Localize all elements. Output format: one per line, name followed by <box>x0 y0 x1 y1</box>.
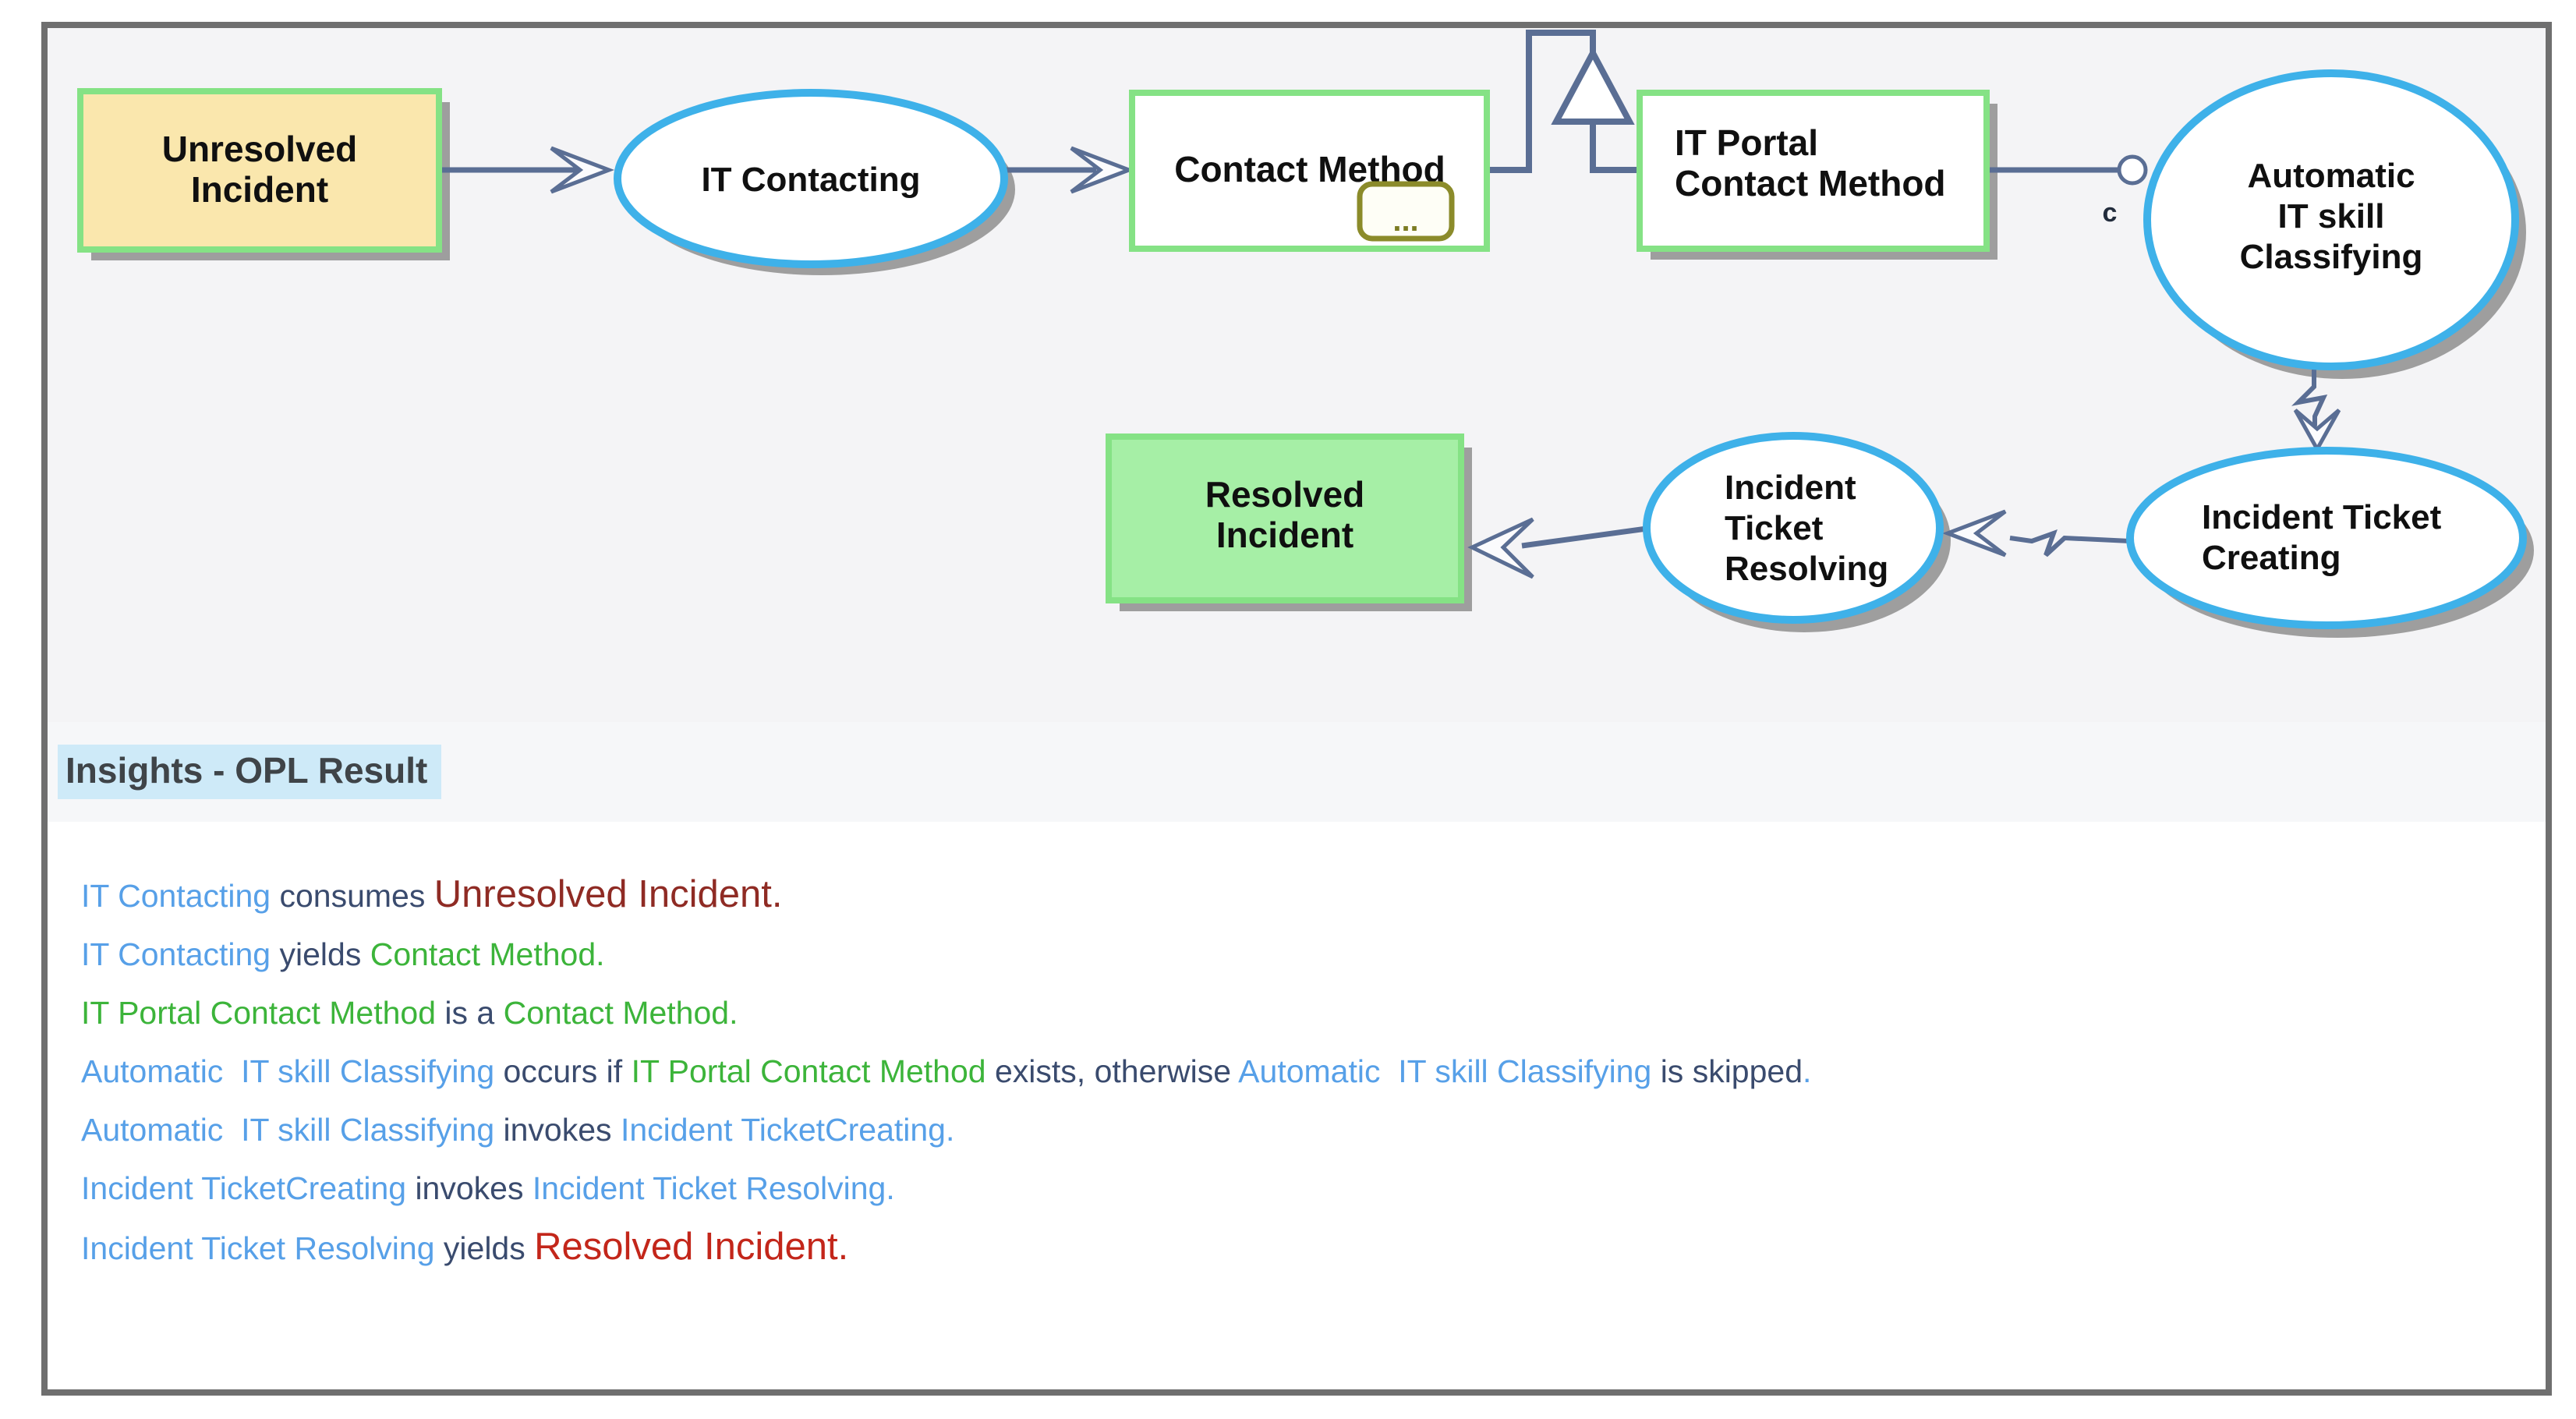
opl-heading-band: Insights - OPL Result <box>48 722 2546 822</box>
opl-sentence: Incident TicketCreating invokes Incident… <box>81 1159 2546 1218</box>
opl-sentence: IT Portal Contact Method is a Contact Me… <box>81 984 2546 1042</box>
dart-arrowhead-icon <box>2293 409 2341 454</box>
opm-model-window: c Unresolved Incident <box>41 22 2552 1396</box>
opl-segment: yields <box>271 936 370 972</box>
node-label: Contact Method <box>1675 163 1946 203</box>
opl-sentence: Automatic IT skill Classifying occurs if… <box>81 1042 2546 1101</box>
node-label: Incident <box>1725 469 1856 507</box>
opd-diagram-canvas[interactable]: c Unresolved Incident <box>48 28 2546 722</box>
opd-diagram-svg: c Unresolved Incident <box>77 30 2534 638</box>
opl-segment: occurs if <box>494 1053 632 1089</box>
opl-segment: IT Contacting <box>81 878 271 914</box>
condition-circle-icon <box>2117 154 2148 186</box>
condition-label: c <box>2103 198 2118 228</box>
object-contact-method[interactable]: Contact Method ... <box>1129 90 1490 252</box>
node-label: Creating <box>2202 539 2341 577</box>
dart-arrowhead-icon <box>1070 146 1135 194</box>
opl-segment: Automatic IT skill Classifying <box>81 1112 495 1148</box>
opl-segment: Automatic IT skill Classifying <box>1238 1053 1652 1089</box>
dart-arrowhead-icon <box>1467 517 1534 579</box>
node-label: Incident <box>191 169 328 210</box>
result-link-resolving-to-resolved[interactable] <box>1467 517 1647 579</box>
invocation-link-classifying-to-creating[interactable] <box>2291 363 2341 454</box>
node-label: IT Portal <box>1675 122 1818 163</box>
result-link-itcontacting-to-contactmethod[interactable] <box>1004 146 1135 194</box>
opl-segment: yields <box>434 1230 535 1266</box>
node-label: Ticket <box>1725 509 1824 547</box>
process-incident-ticket-creating[interactable]: Incident Ticket Creating <box>2126 447 2527 629</box>
opl-result-panel: IT Contacting consumes Unresolved Incide… <box>48 822 2546 1389</box>
opl-segment: invokes <box>494 1112 621 1148</box>
opl-segment: IT Portal Contact Method <box>81 995 437 1031</box>
opl-segment: Contact Method. <box>503 995 738 1031</box>
opl-segment: is skipped <box>1651 1053 1803 1089</box>
generalization-triangle-icon <box>1551 46 1635 125</box>
opl-segment: consumes <box>271 878 434 914</box>
node-label: Incident <box>1216 515 1353 555</box>
dart-arrowhead-icon <box>550 146 615 194</box>
opl-result-heading: Insights - OPL Result <box>58 745 442 799</box>
node-label: Classifying <box>2240 238 2423 276</box>
opl-segment: Incident TicketCreating. <box>620 1112 955 1148</box>
opl-sentence: IT Contacting yields Contact Method. <box>81 925 2546 984</box>
opl-segment: Automatic IT skill Classifying <box>81 1053 495 1089</box>
suppressed-details-badge[interactable]: ... <box>1357 181 1455 242</box>
opl-segment: . <box>1803 1053 1812 1089</box>
node-label: IT Contacting <box>701 161 920 199</box>
opl-segment: Incident TicketCreating <box>81 1170 407 1206</box>
process-automatic-it-skill-classifying[interactable]: Automatic IT skill Classifying <box>2143 69 2519 370</box>
opl-segment: Incident Ticket Resolving. <box>532 1170 895 1206</box>
node-label: Unresolved <box>162 129 358 169</box>
opl-segment: invokes <box>406 1170 533 1206</box>
consumption-link-unresolved-to-itcontacting[interactable] <box>439 146 615 194</box>
condition-link-itportal-to-classifying[interactable]: c <box>1987 154 2148 228</box>
ellipsis-icon: ... <box>1392 203 1418 238</box>
opl-segment: IT Contacting <box>81 936 271 972</box>
process-incident-ticket-resolving[interactable]: Incident Ticket Resolving <box>1643 432 1944 624</box>
opl-lines: IT Contacting consumes Unresolved Incide… <box>48 822 2546 1278</box>
process-it-contacting[interactable]: IT Contacting <box>614 89 1008 268</box>
node-label: IT skill <box>2278 197 2385 235</box>
opl-sentence: Incident Ticket Resolving yields Resolve… <box>81 1218 2546 1278</box>
node-label: Resolved <box>1205 474 1365 515</box>
dart-arrowhead-icon <box>1941 509 2007 557</box>
invocation-link-creating-to-resolving[interactable] <box>1941 509 2131 557</box>
opl-segment: Incident Ticket Resolving <box>81 1230 435 1266</box>
opl-segment: IT Portal Contact Method <box>631 1053 986 1089</box>
opl-sentence: IT Contacting consumes Unresolved Incide… <box>81 865 2546 925</box>
node-label: Resolving <box>1725 550 1888 588</box>
opl-sentence: Automatic IT skill Classifying invokes I… <box>81 1101 2546 1159</box>
object-unresolved-incident[interactable]: Unresolved Incident <box>77 88 442 253</box>
opl-segment: Contact Method. <box>370 936 605 972</box>
node-label: Incident Ticket <box>2202 498 2442 536</box>
opl-segment: exists, otherwise <box>985 1053 1239 1089</box>
opl-segment: Unresolved Incident. <box>433 873 783 915</box>
object-resolved-incident[interactable]: Resolved Incident <box>1106 433 1464 603</box>
node-label: Automatic <box>2247 157 2415 195</box>
opl-segment: is a <box>436 995 504 1031</box>
generalization-link-contactmethod[interactable] <box>1487 30 1638 173</box>
object-it-portal-contact-method[interactable]: IT Portal Contact Method <box>1637 90 1990 252</box>
opl-segment: Resolved Incident. <box>534 1226 849 1268</box>
